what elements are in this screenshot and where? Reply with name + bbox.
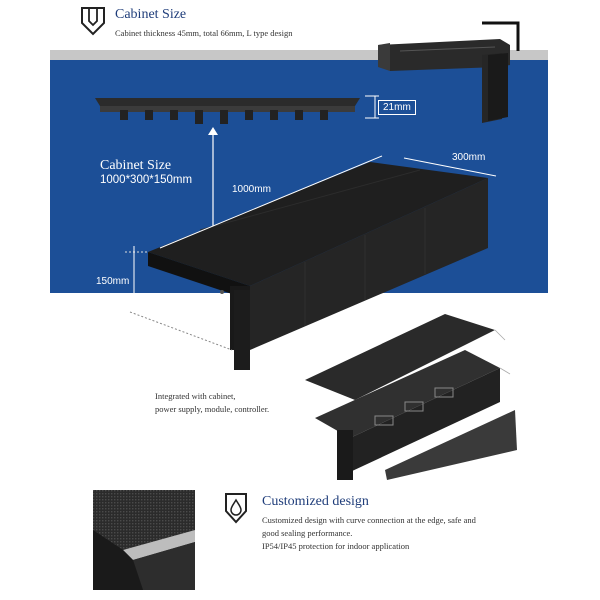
length-label: 1000mm: [232, 184, 271, 195]
integration-line-2: power supply, module, controller.: [155, 404, 270, 414]
cabinet-size-value: 1000*300*150mm: [100, 174, 193, 186]
section-title-cabinet-size: Cabinet Size: [115, 7, 187, 22]
custom-line-2: good sealing performance.: [262, 528, 353, 538]
drop-shield-icon: [225, 493, 247, 524]
cabinet-size-heading: Cabinet Size: [100, 158, 172, 173]
edge-closeup-image: [93, 490, 195, 590]
integration-line-1: Integrated with cabinet,: [155, 391, 236, 401]
shield-icon: [81, 7, 105, 36]
grey-band: [50, 50, 548, 60]
custom-line-1: Customized design with curve connection …: [262, 515, 476, 525]
section-subtitle: Cabinet thickness 45mm, total 66mm, L ty…: [115, 28, 293, 38]
height-label: 150mm: [96, 276, 130, 287]
module-profile-image: [95, 98, 360, 124]
custom-line-3: IP54/IP45 protection for indoor applicat…: [262, 541, 410, 551]
up-arrow-icon: [208, 127, 218, 233]
thickness-label: 21mm: [378, 100, 416, 115]
main-cabinet-image: [125, 155, 497, 370]
width-label: 300mm: [452, 152, 486, 163]
section-title-customized: Customized design: [262, 494, 369, 509]
thickness-bracket: [365, 95, 379, 119]
corner-cabinet-image: [378, 21, 520, 123]
exploded-cabinet-image: [305, 314, 517, 480]
